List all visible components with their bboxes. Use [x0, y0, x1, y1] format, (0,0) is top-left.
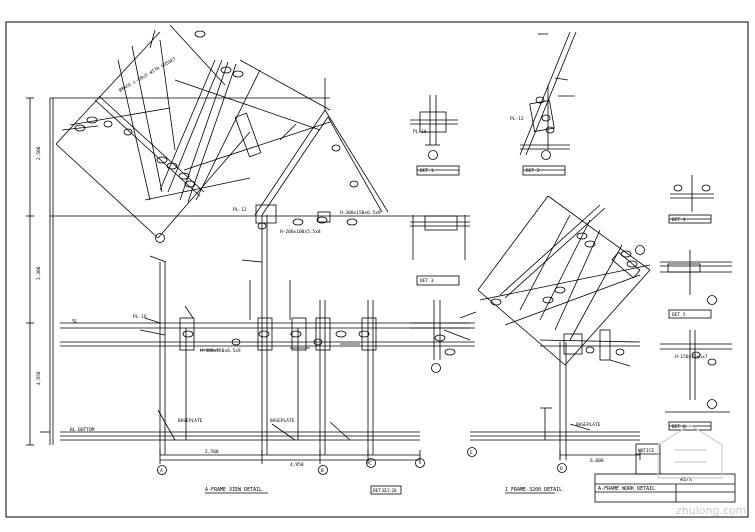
det-label-1: DET 1 [420, 168, 434, 174]
watermark-logo [657, 424, 723, 479]
label-pl-a: PL-16 [133, 314, 147, 320]
label-sl: SL [72, 319, 78, 325]
dim-total: 3,300 [36, 266, 42, 280]
label-hbeam-a: H-300x150x6.5x9 [200, 348, 241, 354]
det-label-5: DET 5 [672, 312, 686, 318]
label-pl-b: PL-12 [233, 207, 247, 213]
det-label-4: DET 4 [672, 217, 686, 223]
watermark: zhulong.com [676, 504, 746, 517]
grid-bubble-c: C [369, 461, 372, 467]
titleblock-number: A3/X [680, 477, 692, 483]
label-bottom: BL BOTTOM [70, 427, 95, 433]
main-frame-elevation [26, 78, 475, 475]
label-brace: BRACE L-50x5 WITH GUSSET [118, 56, 178, 94]
grid-bubble-d: D [560, 466, 563, 472]
title-block [594, 443, 736, 503]
labels: SL BL BOTTOM BASEPLATE BASEPLATE BASEPLA… [36, 56, 746, 517]
view-title-2: 1 FRAME-3200 DETAIL [505, 487, 562, 493]
label-hbeam-d: H-150x75x5x7 [675, 354, 708, 360]
dim-span-2: 4,950 [36, 371, 42, 385]
rotated-detail-top-left [55, 24, 331, 243]
label-pl-c: PL-16 [413, 129, 427, 135]
dim-span-1: 2,500 [36, 146, 42, 160]
grid-bubble-b: B [321, 468, 324, 474]
scale-label: S=1:20 [382, 488, 397, 493]
right-rotated-detail [467, 195, 651, 473]
titleblock-name: A-FRAME WORK DETAIL [598, 486, 655, 492]
detail-title-boxes [205, 485, 555, 495]
label-baseplate-1: BASEPLATE [270, 418, 295, 424]
center-small-details [410, 95, 477, 373]
grid-bubble-a: A [160, 468, 163, 474]
label-hbeam-b: H-300x150x6.5x9 [340, 210, 381, 216]
dim-span-4: 4,950 [290, 462, 304, 468]
label-hbeam-c: H-200x100x5.5x8 [280, 229, 321, 235]
label-pl-d: PL-12 [510, 116, 524, 122]
grid-bubble-e: E [470, 450, 473, 456]
notice-label: NOTICE [638, 448, 655, 454]
view-title-1: A-FRAME VIEW DETAIL [205, 487, 262, 493]
label-baseplate-2: BASEPLATE [178, 418, 203, 424]
label-baseplate-3: BASEPLATE [576, 422, 601, 428]
sheet-border [5, 21, 749, 518]
det-label-2: DET 2 [526, 168, 540, 174]
dim-span-3: 2,500 [205, 449, 219, 455]
far-right-details [660, 175, 732, 431]
det-label-6: DET 6 [672, 424, 686, 430]
top-right-detail [519, 31, 577, 176]
det-label-7: DET 7 [373, 488, 387, 494]
dim-width: 6,000 [590, 458, 604, 464]
det-label-3: DET 3 [420, 278, 434, 284]
